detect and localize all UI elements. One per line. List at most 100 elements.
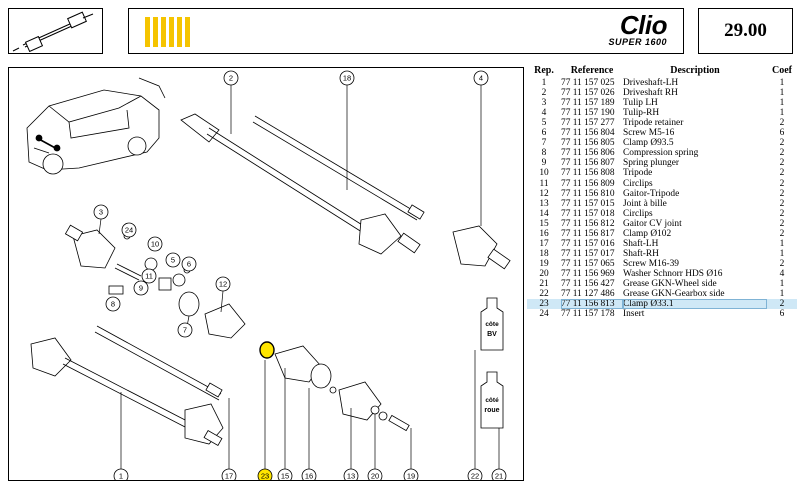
callout-leader-line (98, 218, 102, 235)
lh-gaitor-clamp (178, 291, 246, 339)
callout-circle-12[interactable] (215, 276, 231, 292)
car-illustration-icon (26, 77, 166, 175)
callout-circle-4[interactable] (473, 70, 489, 86)
row-coef: 2 (767, 299, 797, 310)
callout-label-7: 7 (183, 326, 187, 335)
row-description: Circlips (623, 178, 653, 189)
row-description: Spring plunger (623, 158, 679, 169)
row-rep: 4 (541, 108, 547, 119)
callout-circle-1[interactable] (113, 468, 129, 480)
row-description: Grease GKN-Wheel side (623, 278, 717, 289)
callout-circle-20[interactable] (367, 468, 383, 480)
row-reference: 77 11 156 812 (561, 218, 615, 229)
row-coef: 1 (779, 278, 785, 289)
callout-circle-2[interactable] (223, 70, 239, 86)
row-reference: 77 11 157 025 (561, 78, 615, 89)
callout-circle-8[interactable] (105, 296, 121, 312)
callout-label-8: 8 (111, 300, 115, 309)
tube-gearbox-label-2: BV (487, 331, 497, 338)
row-description: Joint à bille (623, 198, 667, 209)
row-rep: 20 (539, 268, 549, 279)
title-banner: Clio SUPER 1600 (128, 8, 684, 54)
row-coef: 2 (779, 258, 785, 269)
row-coef: 1 (779, 78, 785, 89)
callout-circle-3[interactable] (93, 204, 109, 220)
callout-circle-10[interactable] (147, 236, 163, 252)
callout-circle-9[interactable] (133, 280, 149, 296)
callout-circle-22[interactable] (467, 468, 483, 480)
callout-circle-11[interactable] (141, 268, 157, 284)
row-reference: 77 11 157 189 (561, 98, 615, 109)
lh-cv-joint-parts (274, 345, 410, 432)
row-description: Tulip-RH (623, 108, 660, 119)
tube-gearbox-label-1: côte (485, 321, 499, 328)
callout-label-12: 12 (219, 280, 227, 289)
row-reference: 77 11 157 026 (561, 88, 615, 99)
row-rep: 6 (541, 128, 547, 139)
row-description: Tripode (623, 168, 653, 179)
table-row[interactable]: 4 77 11 157 190 Tulip-RH 1 (527, 108, 797, 118)
brand-logo: Clio SUPER 1600 (608, 10, 668, 47)
header-description: Description (670, 65, 720, 76)
callout-circle-19[interactable] (403, 468, 419, 480)
callout-circle-5[interactable] (165, 252, 181, 268)
row-reference: 77 11 157 015 (561, 198, 615, 209)
row-reference: 77 11 156 807 (561, 158, 615, 169)
callout-circle-16[interactable] (301, 468, 317, 480)
callout-circle-6[interactable] (181, 256, 197, 272)
lh-shaft (94, 325, 223, 401)
callout-circle-23[interactable] (257, 468, 273, 480)
callout-circle-21[interactable] (491, 468, 507, 480)
row-coef: 4 (779, 268, 785, 279)
row-coef: 2 (779, 228, 785, 239)
row-reference: 77 11 156 804 (561, 128, 615, 139)
callout-label-24: 24 (125, 226, 133, 235)
yellow-stripe (161, 17, 166, 47)
callout-label-3: 3 (99, 208, 103, 217)
row-reference: 77 11 156 427 (561, 278, 615, 289)
callout-circle-15[interactable] (277, 468, 293, 480)
brand-logo-text: Clio (619, 10, 668, 40)
row-reference: 77 11 156 813 (561, 299, 623, 310)
row-coef: 1 (779, 108, 785, 119)
callout-circle-18[interactable] (339, 70, 355, 86)
row-reference: 77 11 157 190 (561, 108, 615, 119)
row-reference: 77 11 157 016 (561, 238, 615, 249)
row-coef: 1 (779, 88, 785, 99)
callout-circle-13[interactable] (343, 468, 359, 480)
clamp-23-highlight[interactable] (259, 341, 275, 359)
row-reference: 77 11 157 065 (561, 258, 615, 269)
row-coef: 1 (779, 238, 785, 249)
callout-leader-line (220, 290, 224, 313)
yellow-stripe (185, 17, 190, 47)
row-rep: 10 (539, 168, 549, 179)
row-coef: 2 (779, 168, 785, 179)
callout-circle-17[interactable] (221, 468, 237, 480)
callout-label-6: 6 (187, 260, 191, 269)
callout-circle-7[interactable] (177, 322, 193, 338)
callout-circle-24[interactable] (121, 222, 137, 238)
